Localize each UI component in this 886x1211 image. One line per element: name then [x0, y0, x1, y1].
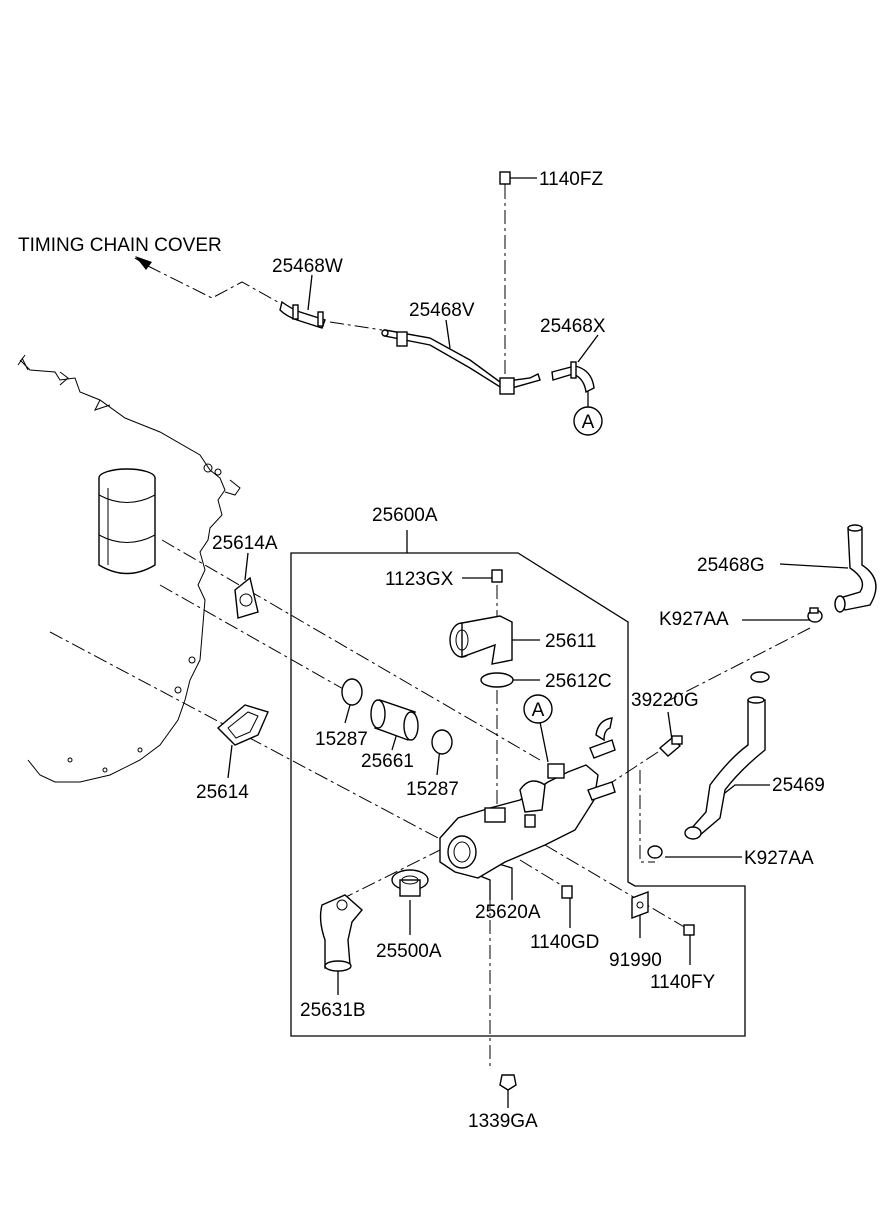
part-label-1339GA: 1339GA [468, 1111, 538, 1132]
part-label-1123GX: 1123GX [385, 569, 454, 590]
part-label-15287-right: 15287 [406, 779, 459, 800]
part-label-25631B: 25631B [300, 1000, 366, 1021]
pipe-25661 [370, 699, 419, 741]
part-label-25612C: 25612C [545, 671, 612, 692]
part-label-25468X: 25468X [540, 316, 606, 337]
hose-25468G [834, 524, 877, 613]
fitting-25611 [449, 615, 513, 665]
timing-chain-cover-label: TIMING CHAIN COVER [18, 235, 222, 256]
bolt-1140FZ [499, 171, 511, 190]
pipe-25468V [381, 329, 541, 395]
clamp-K927AA-top [807, 607, 823, 623]
bolt-1140FY [683, 924, 695, 936]
timing-chain-cover-outline [17, 354, 241, 783]
thermostat-25500A [391, 869, 429, 897]
connector-a-top: A [573, 406, 603, 436]
bolt-1339GA [499, 1074, 517, 1091]
sensor-39220G [658, 735, 683, 757]
part-label-K927AA-top: K927AA [659, 609, 729, 630]
part-label-25614: 25614 [196, 782, 249, 803]
bolt-1140GD [561, 885, 573, 899]
part-label-25611: 25611 [545, 631, 596, 652]
leader-lines [49, 177, 849, 1108]
oring-25612C [480, 672, 514, 688]
connector-a-top-label: A [582, 412, 595, 433]
part-label-25661: 25661 [361, 751, 414, 772]
bolt-1123GX [491, 569, 503, 583]
part-label-25468W: 25468W [272, 256, 343, 277]
housing-25620A [439, 717, 616, 879]
clamp-K927AA-bottom [647, 845, 663, 859]
part-label-25468V: 25468V [409, 300, 475, 321]
clamp-upper-25469 [750, 671, 770, 683]
part-label-25500A: 25500A [376, 941, 442, 962]
gasket-25614 [216, 704, 269, 746]
gasket-25614A [234, 576, 259, 619]
part-label-K927AA-bottom: K927AA [744, 848, 814, 869]
hose-25468X [551, 361, 595, 394]
part-label-25469: 25469 [772, 775, 825, 796]
part-label-1140FY: 1140FY [650, 972, 715, 993]
part-label-25614A: 25614A [212, 533, 278, 554]
oring-15287-left [341, 678, 363, 706]
group-label-25600A: 25600A [372, 505, 438, 526]
part-label-1140FZ: 1140FZ [539, 169, 603, 190]
part-label-91990: 91990 [609, 950, 662, 971]
oring-15287-right [431, 729, 453, 755]
connector-a-group-label: A [532, 700, 545, 721]
hose-25469 [684, 696, 766, 840]
part-label-15287-left: 15287 [315, 729, 368, 750]
connector-a-group: A [523, 694, 553, 724]
part-label-1140GD: 1140GD [530, 932, 599, 953]
part-labels: TIMING CHAIN COVER 25600A 1140FZ 25468W … [18, 169, 825, 1132]
part-label-25468G: 25468G [697, 555, 765, 576]
part-label-39220G: 39220G [631, 690, 699, 711]
hose-25468W [279, 300, 326, 329]
fitting-25631B [319, 894, 363, 972]
bracket-91990 [631, 890, 649, 920]
part-label-25620A: 25620A [475, 902, 541, 923]
